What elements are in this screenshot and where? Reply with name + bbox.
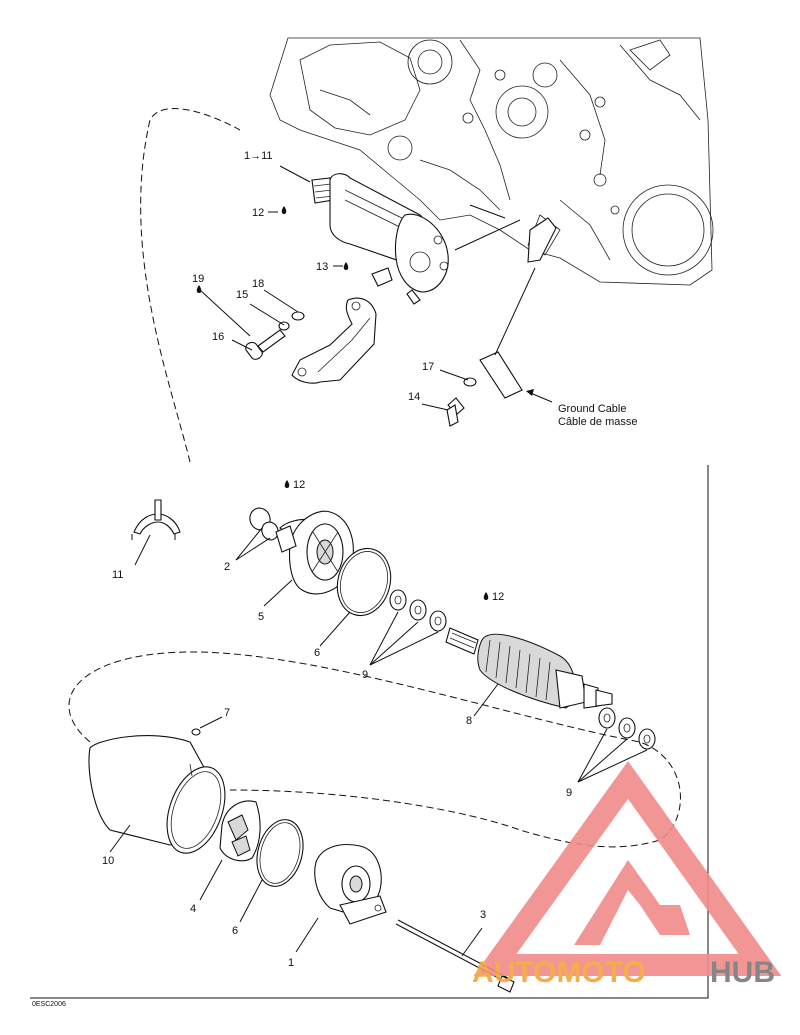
callout-6-a: 6: [314, 647, 320, 659]
callout-17: 17: [422, 361, 434, 373]
ground-cable-label-en: Ground Cable: [558, 403, 627, 415]
bolt-14: [446, 217, 557, 427]
bolt-16: [245, 311, 305, 360]
logo-text-automoto: AUTOMOTO: [472, 956, 646, 989]
sealant-drop-icon: [196, 206, 489, 600]
callout-8: 8: [466, 715, 472, 727]
lower-dashed-loop: [68, 651, 681, 848]
callout-9-a: 9: [362, 669, 368, 681]
part-6-oring-top: [336, 547, 392, 617]
part-5-front-cover: [275, 510, 354, 595]
engine-block: [269, 37, 714, 286]
assembly-dashed-line: [140, 108, 241, 463]
part-6-oring-bottom: [256, 819, 304, 887]
frame-border: [30, 465, 709, 999]
callout-5: 5: [258, 611, 264, 623]
callout-12-c: 12: [492, 591, 504, 603]
callout-15: 15: [236, 289, 248, 301]
starter-assembly: [311, 173, 521, 305]
part-8-armature: [445, 627, 613, 709]
callout-12: 12: [252, 207, 264, 219]
drawing-code: 0ESC2006: [32, 1001, 66, 1008]
callout-3: 3: [480, 909, 486, 921]
part-11-bracket: [131, 499, 181, 540]
part-9-washers-upper: [389, 589, 447, 632]
part-7-small-seal: [191, 728, 201, 736]
callout-4: 4: [190, 903, 196, 915]
automotohub-logo: AUTOMOTO HUB: [472, 761, 782, 989]
callout-14: 14: [408, 391, 420, 403]
callout-2: 2: [224, 561, 230, 573]
ground-cable-label-fr: Câble de masse: [558, 416, 638, 428]
callout-10: 10: [102, 855, 114, 867]
callout-18: 18: [252, 278, 264, 290]
callout-1: 1: [288, 957, 294, 969]
callout-13: 13: [316, 261, 328, 273]
starter-bracket: [291, 297, 377, 384]
part-2-orings: [249, 507, 279, 541]
leader-lines: [109, 165, 648, 957]
part-1-rear-cover: [314, 844, 387, 925]
callout-6-b: 6: [232, 925, 238, 937]
callout-1-11: 1→11: [244, 150, 273, 162]
part-10-yoke-housing: [88, 735, 226, 854]
logo-text-hub: HUB: [710, 956, 775, 989]
callout-16: 16: [212, 331, 224, 343]
callout-11: 11: [112, 569, 123, 581]
callout-19: 19: [192, 273, 204, 285]
part-4-brush-plate: [219, 800, 261, 862]
callout-9-b: 9: [566, 787, 572, 799]
callout-7: 7: [224, 707, 230, 719]
callout-12-b: 12: [293, 479, 305, 491]
part-9-washers-lower: [598, 707, 656, 750]
